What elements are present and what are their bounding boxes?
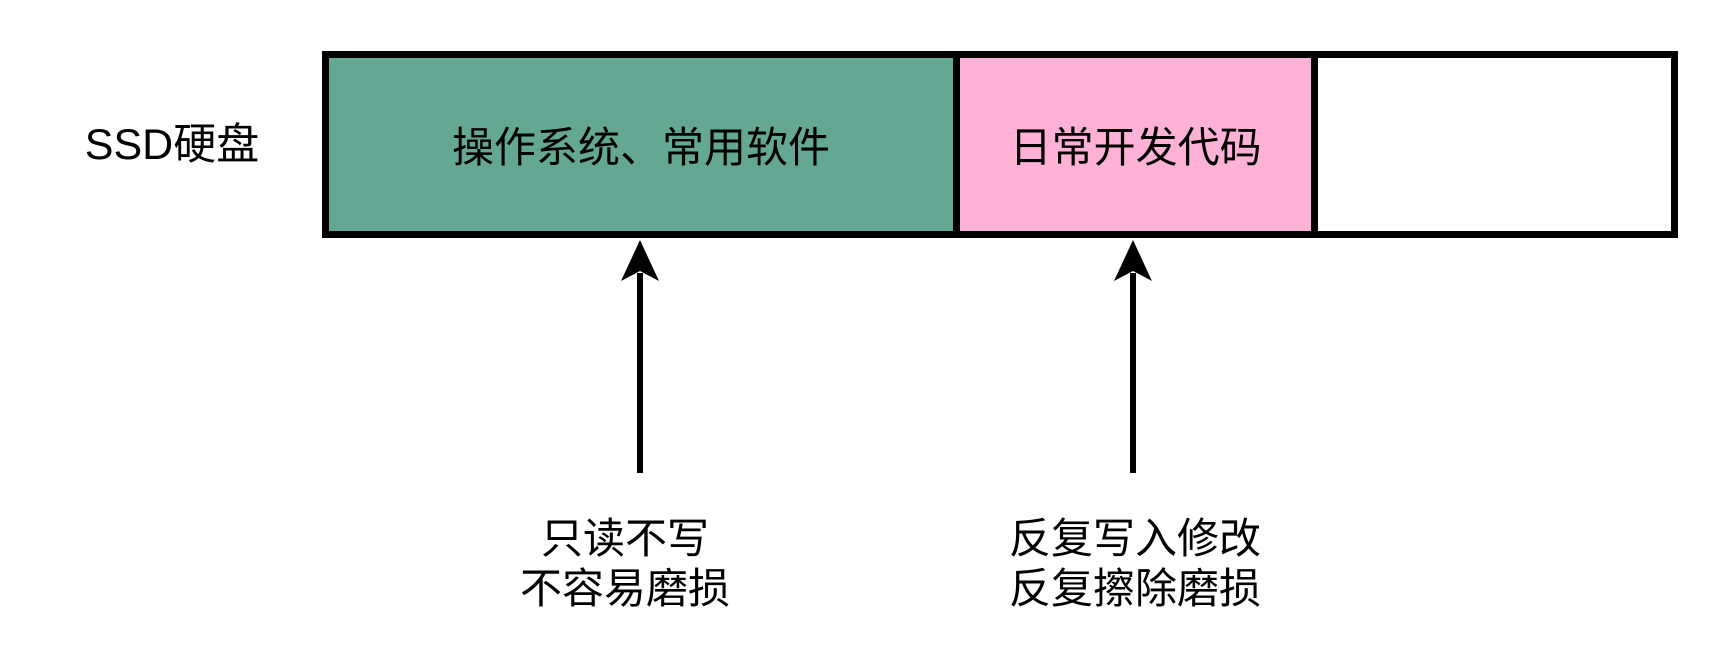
left-up-arrow-head — [621, 240, 659, 281]
caption-read-only: 只读不写 不容易磨损 — [475, 514, 775, 614]
caption-read-only-line1: 只读不写 — [540, 515, 709, 562]
segment-os-software-label: 操作系统、常用软件 — [452, 124, 831, 171]
caption-rewrite-wear-line1: 反复写入修改 — [1008, 515, 1261, 562]
right-up-arrow-head — [1114, 240, 1152, 281]
segment-dev-code: 日常开发代码 — [953, 58, 1312, 231]
caption-rewrite-wear: 反复写入修改 反复擦除磨损 — [985, 514, 1285, 614]
segment-free-space — [1311, 58, 1671, 231]
ssd-bar: 操作系统、常用软件 日常开发代码 — [322, 51, 1678, 238]
disk-label: SSD硬盘 — [84, 121, 260, 169]
segment-os-software: 操作系统、常用软件 — [329, 58, 954, 231]
right-up-arrow — [1114, 240, 1152, 473]
caption-read-only-line2: 不容易磨损 — [519, 565, 730, 612]
caption-rewrite-wear-line2: 反复擦除磨损 — [1008, 565, 1261, 612]
left-up-arrow — [621, 240, 659, 473]
segment-dev-code-label: 日常开发代码 — [1009, 124, 1262, 171]
